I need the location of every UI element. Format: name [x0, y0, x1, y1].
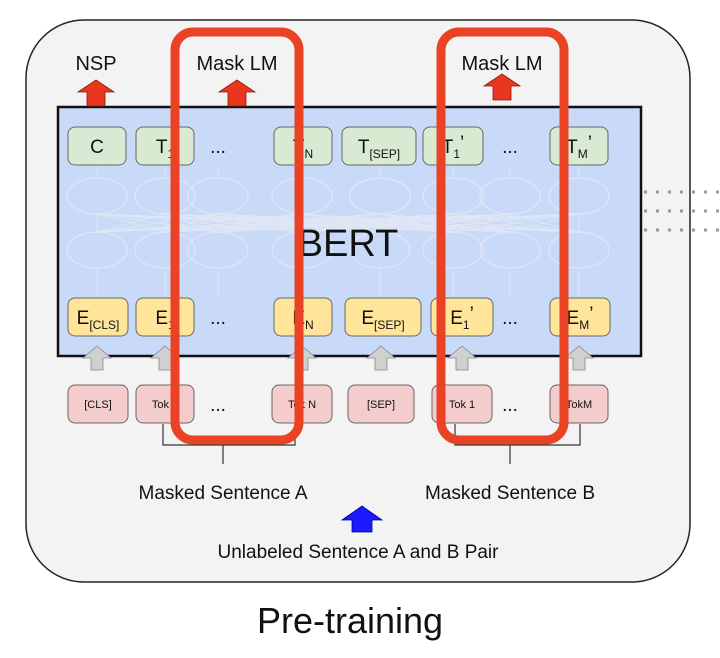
network-edge: [96, 213, 381, 233]
mask-lm-red-arrow-a: [217, 79, 257, 107]
network-edge: [452, 213, 580, 233]
mask-lm-red-arrow-b: [482, 73, 522, 101]
gray-up-arrow: [81, 345, 113, 371]
embedding-box: [430, 297, 494, 337]
embedding-box: [67, 297, 129, 337]
input-token-ellipsis: ...: [210, 395, 226, 416]
mask-lm-highlight-a: [170, 27, 304, 445]
network-edge: [96, 213, 166, 233]
input-token-label: [SEP]: [367, 399, 395, 411]
pretraining-caption: Pre-training: [257, 600, 443, 641]
gray-up-arrow: [446, 345, 478, 371]
blue-up-arrow: [340, 505, 384, 533]
network-edge: [96, 213, 303, 233]
input-token-box: [67, 384, 129, 424]
mask-lm-label-a: Mask LM: [196, 53, 277, 75]
nsp-label: NSP: [75, 53, 116, 75]
input-token-box: [431, 384, 493, 424]
output-token-label: TM’: [566, 133, 592, 161]
gray-up-arrow: [365, 345, 397, 371]
embedding-label: E[CLS]: [77, 308, 120, 332]
network-edge: [96, 213, 454, 233]
network-edge: [96, 213, 219, 233]
embedding-ellipsis: ...: [502, 308, 518, 329]
nsp-red-arrow: [76, 79, 116, 107]
network-edge: [164, 213, 580, 233]
network-edge: [217, 213, 580, 233]
output-token-box: [67, 126, 127, 166]
input-token-label: TokM: [566, 399, 592, 411]
network-edge: [379, 213, 580, 233]
output-token-ellipsis: ...: [502, 137, 518, 158]
mask-lm-highlight-b: [436, 27, 569, 445]
output-token-label: C: [90, 137, 104, 158]
embedding-label: E1’: [450, 304, 474, 332]
masked-sentence-b-label: Masked Sentence B: [425, 483, 595, 504]
masked-sentence-a-label: Masked Sentence A: [139, 483, 308, 504]
unlabeled-pair-label: Unlabeled Sentence A and B Pair: [218, 542, 500, 563]
sentence-b-bracket: [454, 424, 581, 464]
embedding-label: EM’: [567, 304, 594, 332]
embedding-label: E[SEP]: [361, 308, 404, 332]
output-token-box: [341, 126, 417, 166]
mask-lm-label-b: Mask LM: [461, 53, 542, 75]
embedding-box: [344, 297, 422, 337]
output-token-ellipsis: ...: [210, 137, 226, 158]
dotted-connector: [644, 190, 720, 232]
bert-label: BERT: [298, 223, 399, 265]
input-token-box: [347, 384, 415, 424]
embedding-ellipsis: ...: [210, 308, 226, 329]
input-token-label: [CLS]: [84, 399, 112, 411]
input-token-label: Tok 1: [449, 399, 475, 411]
input-token-ellipsis: ...: [502, 395, 518, 416]
output-token-label: T[SEP]: [358, 137, 400, 161]
